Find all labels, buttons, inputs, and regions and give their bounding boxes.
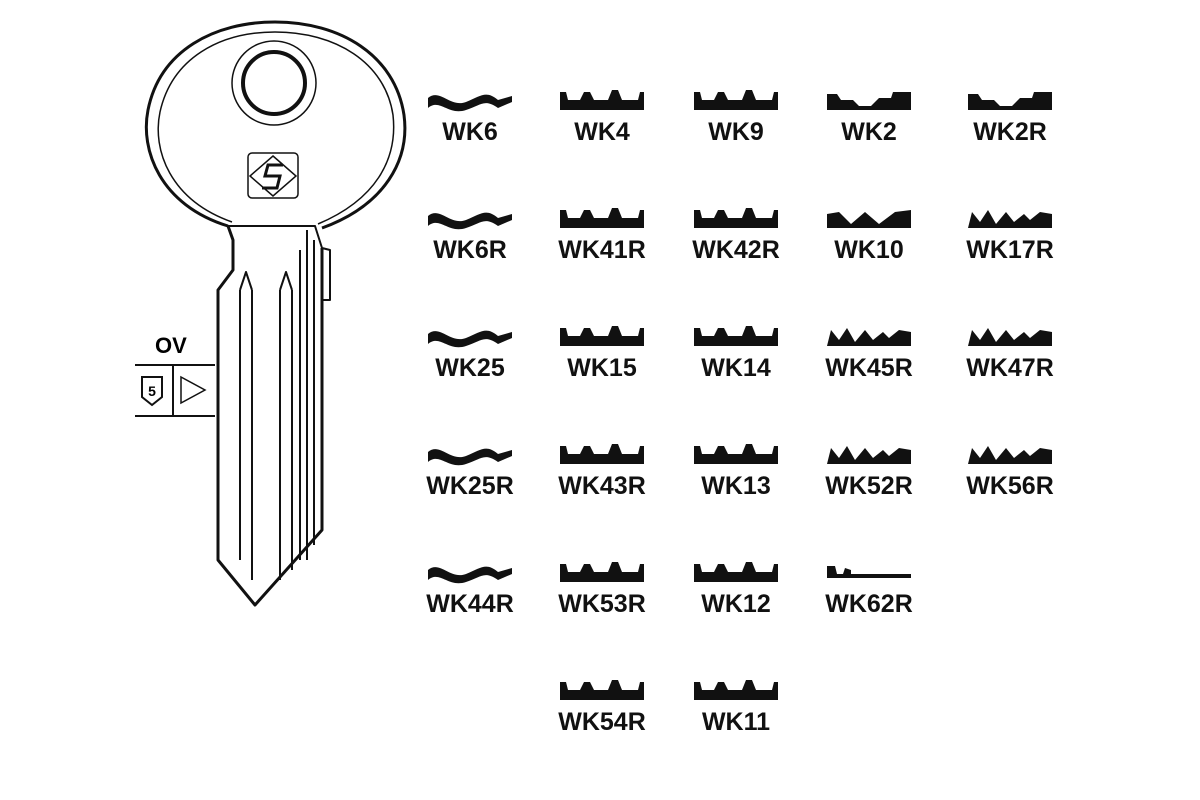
profile-wk2: WK2 xyxy=(794,88,944,146)
profile-wk25: WK25 xyxy=(395,324,545,382)
key-info-box xyxy=(135,364,215,417)
manufacturer-logo xyxy=(247,152,299,199)
profile-label: WK53R xyxy=(558,590,646,618)
profile-label: WK17R xyxy=(966,236,1054,264)
profile-wk62r: WK62R xyxy=(794,560,944,618)
key-profile-icon xyxy=(560,90,644,110)
profile-wk2r: WK2R xyxy=(935,88,1085,146)
profile-label: WK56R xyxy=(966,472,1054,500)
key-profile-icon xyxy=(428,448,512,466)
profile-label: WK15 xyxy=(567,354,637,382)
profile-label: WK11 xyxy=(701,708,771,736)
profile-label: WK45R xyxy=(825,354,913,382)
key-groove-3 xyxy=(299,230,315,560)
key-profile-icon xyxy=(968,328,1052,346)
key-groove-2 xyxy=(279,271,293,580)
key-profile-icon xyxy=(694,208,778,228)
key-head-outline xyxy=(144,20,407,230)
profile-label: WK41R xyxy=(558,236,646,264)
profile-wk9: WK9 xyxy=(661,88,811,146)
profile-label: WK6R xyxy=(433,236,507,264)
profile-label: WK14 xyxy=(701,354,771,382)
profile-label: WK25 xyxy=(435,354,505,382)
profile-wk25r: WK25R xyxy=(395,442,545,500)
key-profile-icon xyxy=(428,330,512,348)
key-hole-outer xyxy=(231,40,317,126)
key-profile-icon xyxy=(694,90,778,110)
profile-label: WK43R xyxy=(558,472,646,500)
key-groove-1 xyxy=(239,271,253,580)
key-head-inner xyxy=(157,31,395,225)
profile-wk45r: WK45R xyxy=(794,324,944,382)
profile-label: WK52R xyxy=(825,472,913,500)
profile-wk6: WK6 xyxy=(395,88,545,146)
key-profile-icon xyxy=(968,210,1052,228)
profile-wk6r: WK6R xyxy=(395,206,545,264)
key-profile-icon xyxy=(560,326,644,346)
key-profile-icon xyxy=(827,566,911,578)
key-profile-icon xyxy=(560,562,644,582)
profile-wk42r: WK42R xyxy=(661,206,811,264)
key-blade-outline xyxy=(216,225,324,607)
key-profile-icon xyxy=(827,328,911,346)
profile-wk44r: WK44R xyxy=(395,560,545,618)
key-profile-icon xyxy=(428,212,512,230)
profile-wk53r: WK53R xyxy=(527,560,677,618)
key-profile-icon xyxy=(694,326,778,346)
key-shoulder xyxy=(228,225,331,301)
key-system-code: OV xyxy=(155,333,187,358)
key-profile-icon xyxy=(694,562,778,582)
key-hole xyxy=(241,50,307,116)
key-profile-icon xyxy=(968,446,1052,464)
profile-wk10: WK10 xyxy=(794,206,944,264)
profile-label: WK62R xyxy=(825,590,913,618)
profile-wk47r: WK47R xyxy=(935,324,1085,382)
profile-label: WK9 xyxy=(708,118,764,146)
profile-label: WK47R xyxy=(966,354,1054,382)
profile-wk56r: WK56R xyxy=(935,442,1085,500)
profile-label: WK2R xyxy=(973,118,1047,146)
profile-label: WK12 xyxy=(701,590,771,618)
profile-wk41r: WK41R xyxy=(527,206,677,264)
cuts-badge-value: 5 xyxy=(148,383,156,399)
profile-wk4: WK4 xyxy=(527,88,677,146)
key-profile-icon xyxy=(560,208,644,228)
profile-wk11: WK11 xyxy=(661,678,811,736)
profile-wk43r: WK43R xyxy=(527,442,677,500)
key-profile-icon xyxy=(560,680,644,700)
profile-label: WK4 xyxy=(574,118,630,146)
key-profile-icon xyxy=(968,92,1052,110)
profile-wk52r: WK52R xyxy=(794,442,944,500)
profile-wk14: WK14 xyxy=(661,324,811,382)
key-profile-icon xyxy=(428,566,512,584)
key-profile-icon xyxy=(694,444,778,464)
profile-wk15: WK15 xyxy=(527,324,677,382)
key-profile-icon xyxy=(694,680,778,700)
key-profile-icon xyxy=(827,92,911,110)
cuts-badge-icon xyxy=(141,376,163,407)
profile-wk17r: WK17R xyxy=(935,206,1085,264)
profile-label: WK42R xyxy=(692,236,780,264)
key-profile-icon xyxy=(827,210,911,228)
profile-label: WK10 xyxy=(834,236,904,264)
key-profile-icon xyxy=(827,446,911,464)
profile-label: WK6 xyxy=(442,118,498,146)
profile-wk12: WK12 xyxy=(661,560,811,618)
profile-label: WK54R xyxy=(558,708,646,736)
profile-label: WK25R xyxy=(426,472,514,500)
key-profile-icon xyxy=(428,94,512,112)
profile-label: WK13 xyxy=(701,472,771,500)
profile-wk54r: WK54R xyxy=(527,678,677,736)
key-profile-icon xyxy=(560,444,644,464)
profile-wk13: WK13 xyxy=(661,442,811,500)
profile-label: WK44R xyxy=(426,590,514,618)
triangle-right-icon xyxy=(180,375,207,405)
profile-label: WK2 xyxy=(841,118,897,146)
